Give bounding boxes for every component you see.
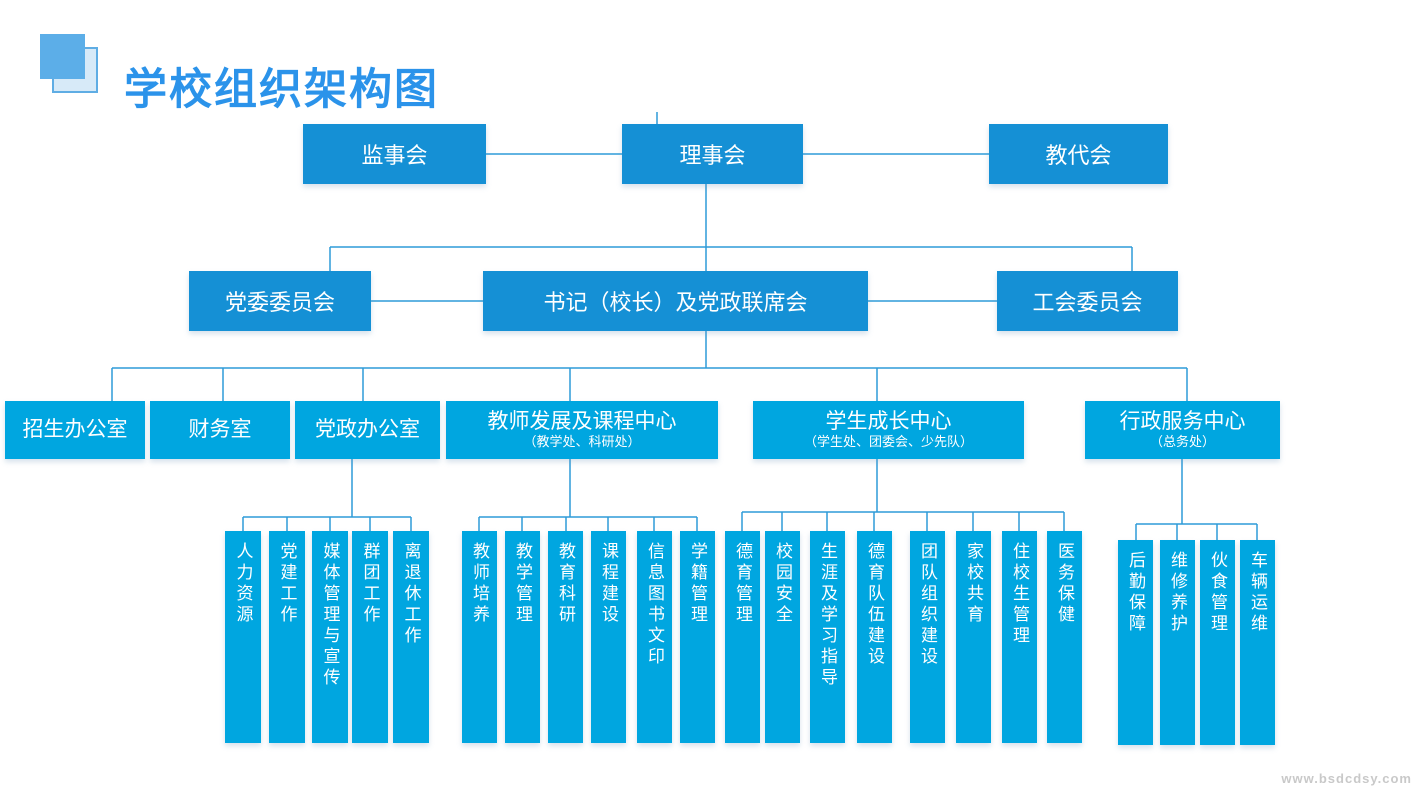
page-title: 学校组织架构图 bbox=[124, 65, 439, 114]
node-mass-org-work: 群团工作 bbox=[352, 531, 388, 743]
node-label: 校园安全 bbox=[773, 542, 792, 626]
node-label: 离退休工作 bbox=[401, 542, 421, 647]
node-label: 媒体管理与宣传 bbox=[320, 542, 340, 689]
node-logistics-support: 后勤保障 bbox=[1118, 540, 1153, 745]
node-label: 德育管理 bbox=[733, 542, 752, 626]
node-curriculum-building: 课程建设 bbox=[591, 531, 626, 743]
node-label: 课程建设 bbox=[599, 542, 618, 626]
node-label: 车辆运维 bbox=[1248, 551, 1267, 635]
node-label: 财务室 bbox=[188, 417, 252, 441]
node-label: 后勤保障 bbox=[1126, 551, 1145, 635]
title-squares-icon bbox=[40, 34, 110, 99]
node-teacher-training: 教师培养 bbox=[462, 531, 497, 743]
node-home-school-coop: 家校共育 bbox=[956, 531, 991, 743]
node-label: 教师培养 bbox=[470, 542, 489, 626]
node-staff-congress: 教代会 bbox=[989, 124, 1168, 184]
node-label: 招生办公室 bbox=[22, 417, 128, 441]
node-repair-maintenance: 维修养护 bbox=[1160, 540, 1195, 745]
node-teacher-dev-center: 教师发展及课程中心 （教学处、科研处） bbox=[446, 401, 718, 459]
node-label: 住校生管理 bbox=[1010, 542, 1029, 647]
node-admissions-office: 招生办公室 bbox=[5, 401, 145, 459]
node-sublabel: （教学处、科研处） bbox=[523, 434, 641, 450]
node-label: 教育科研 bbox=[556, 542, 575, 626]
node-catering-mgmt: 伙食管理 bbox=[1200, 540, 1235, 745]
node-moral-team-building: 德育队伍建设 bbox=[857, 531, 892, 743]
node-vehicle-ops: 车辆运维 bbox=[1240, 540, 1275, 745]
watermark-url: www.bsdcdsy.com bbox=[1281, 771, 1412, 786]
node-retiree-work: 离退休工作 bbox=[393, 531, 429, 743]
node-admin-service-center: 行政服务中心 （总务处） bbox=[1085, 401, 1280, 459]
node-edu-research: 教育科研 bbox=[548, 531, 583, 743]
node-party-committee: 党委委员会 bbox=[189, 271, 371, 331]
node-label: 学生成长中心 bbox=[825, 410, 952, 434]
node-label: 生涯及学习指导 bbox=[818, 542, 837, 689]
node-career-study-guidance: 生涯及学习指导 bbox=[810, 531, 845, 743]
node-media-publicity: 媒体管理与宣传 bbox=[312, 531, 348, 743]
node-student-records: 学籍管理 bbox=[680, 531, 715, 743]
node-label: 学籍管理 bbox=[688, 542, 707, 626]
node-label: 团队组织建设 bbox=[918, 542, 937, 668]
node-label: 家校共育 bbox=[964, 542, 983, 626]
node-label: 党政办公室 bbox=[315, 417, 420, 441]
node-label: 群团工作 bbox=[360, 542, 380, 626]
node-sublabel: （总务处） bbox=[1149, 434, 1215, 450]
node-info-library-print: 信息图书文印 bbox=[637, 531, 672, 743]
node-supervisory-board: 监事会 bbox=[303, 124, 486, 184]
node-label: 伙食管理 bbox=[1208, 551, 1227, 635]
node-label: 人力资源 bbox=[233, 542, 253, 626]
node-label: 医务保健 bbox=[1055, 542, 1074, 626]
node-student-growth-center: 学生成长中心 （学生处、团委会、少先队） bbox=[753, 401, 1024, 459]
node-medical-health: 医务保健 bbox=[1047, 531, 1082, 743]
node-union-committee: 工会委员会 bbox=[997, 271, 1178, 331]
node-label: 党建工作 bbox=[277, 542, 297, 626]
node-teaching-mgmt: 教学管理 bbox=[505, 531, 540, 743]
node-boarder-mgmt: 住校生管理 bbox=[1002, 531, 1037, 743]
node-principal-joint-council: 书记（校长）及党政联席会 bbox=[483, 271, 868, 331]
node-label: 德育队伍建设 bbox=[865, 542, 884, 668]
node-label: 维修养护 bbox=[1168, 551, 1187, 635]
node-moral-edu-mgmt: 德育管理 bbox=[725, 531, 760, 743]
node-label: 教师发展及课程中心 bbox=[487, 410, 677, 434]
title-front-square bbox=[40, 34, 85, 79]
node-party-admin-office: 党政办公室 bbox=[295, 401, 440, 459]
node-label: 信息图书文印 bbox=[645, 542, 664, 668]
node-league-org-building: 团队组织建设 bbox=[910, 531, 945, 743]
node-campus-safety: 校园安全 bbox=[765, 531, 800, 743]
node-party-building: 党建工作 bbox=[269, 531, 305, 743]
node-label: 行政服务中心 bbox=[1119, 410, 1246, 434]
node-sublabel: （学生处、团委会、少先队） bbox=[803, 434, 973, 450]
node-label: 教学管理 bbox=[513, 542, 532, 626]
node-finance-office: 财务室 bbox=[150, 401, 290, 459]
node-hr: 人力资源 bbox=[225, 531, 261, 743]
node-council: 理事会 bbox=[622, 124, 803, 184]
